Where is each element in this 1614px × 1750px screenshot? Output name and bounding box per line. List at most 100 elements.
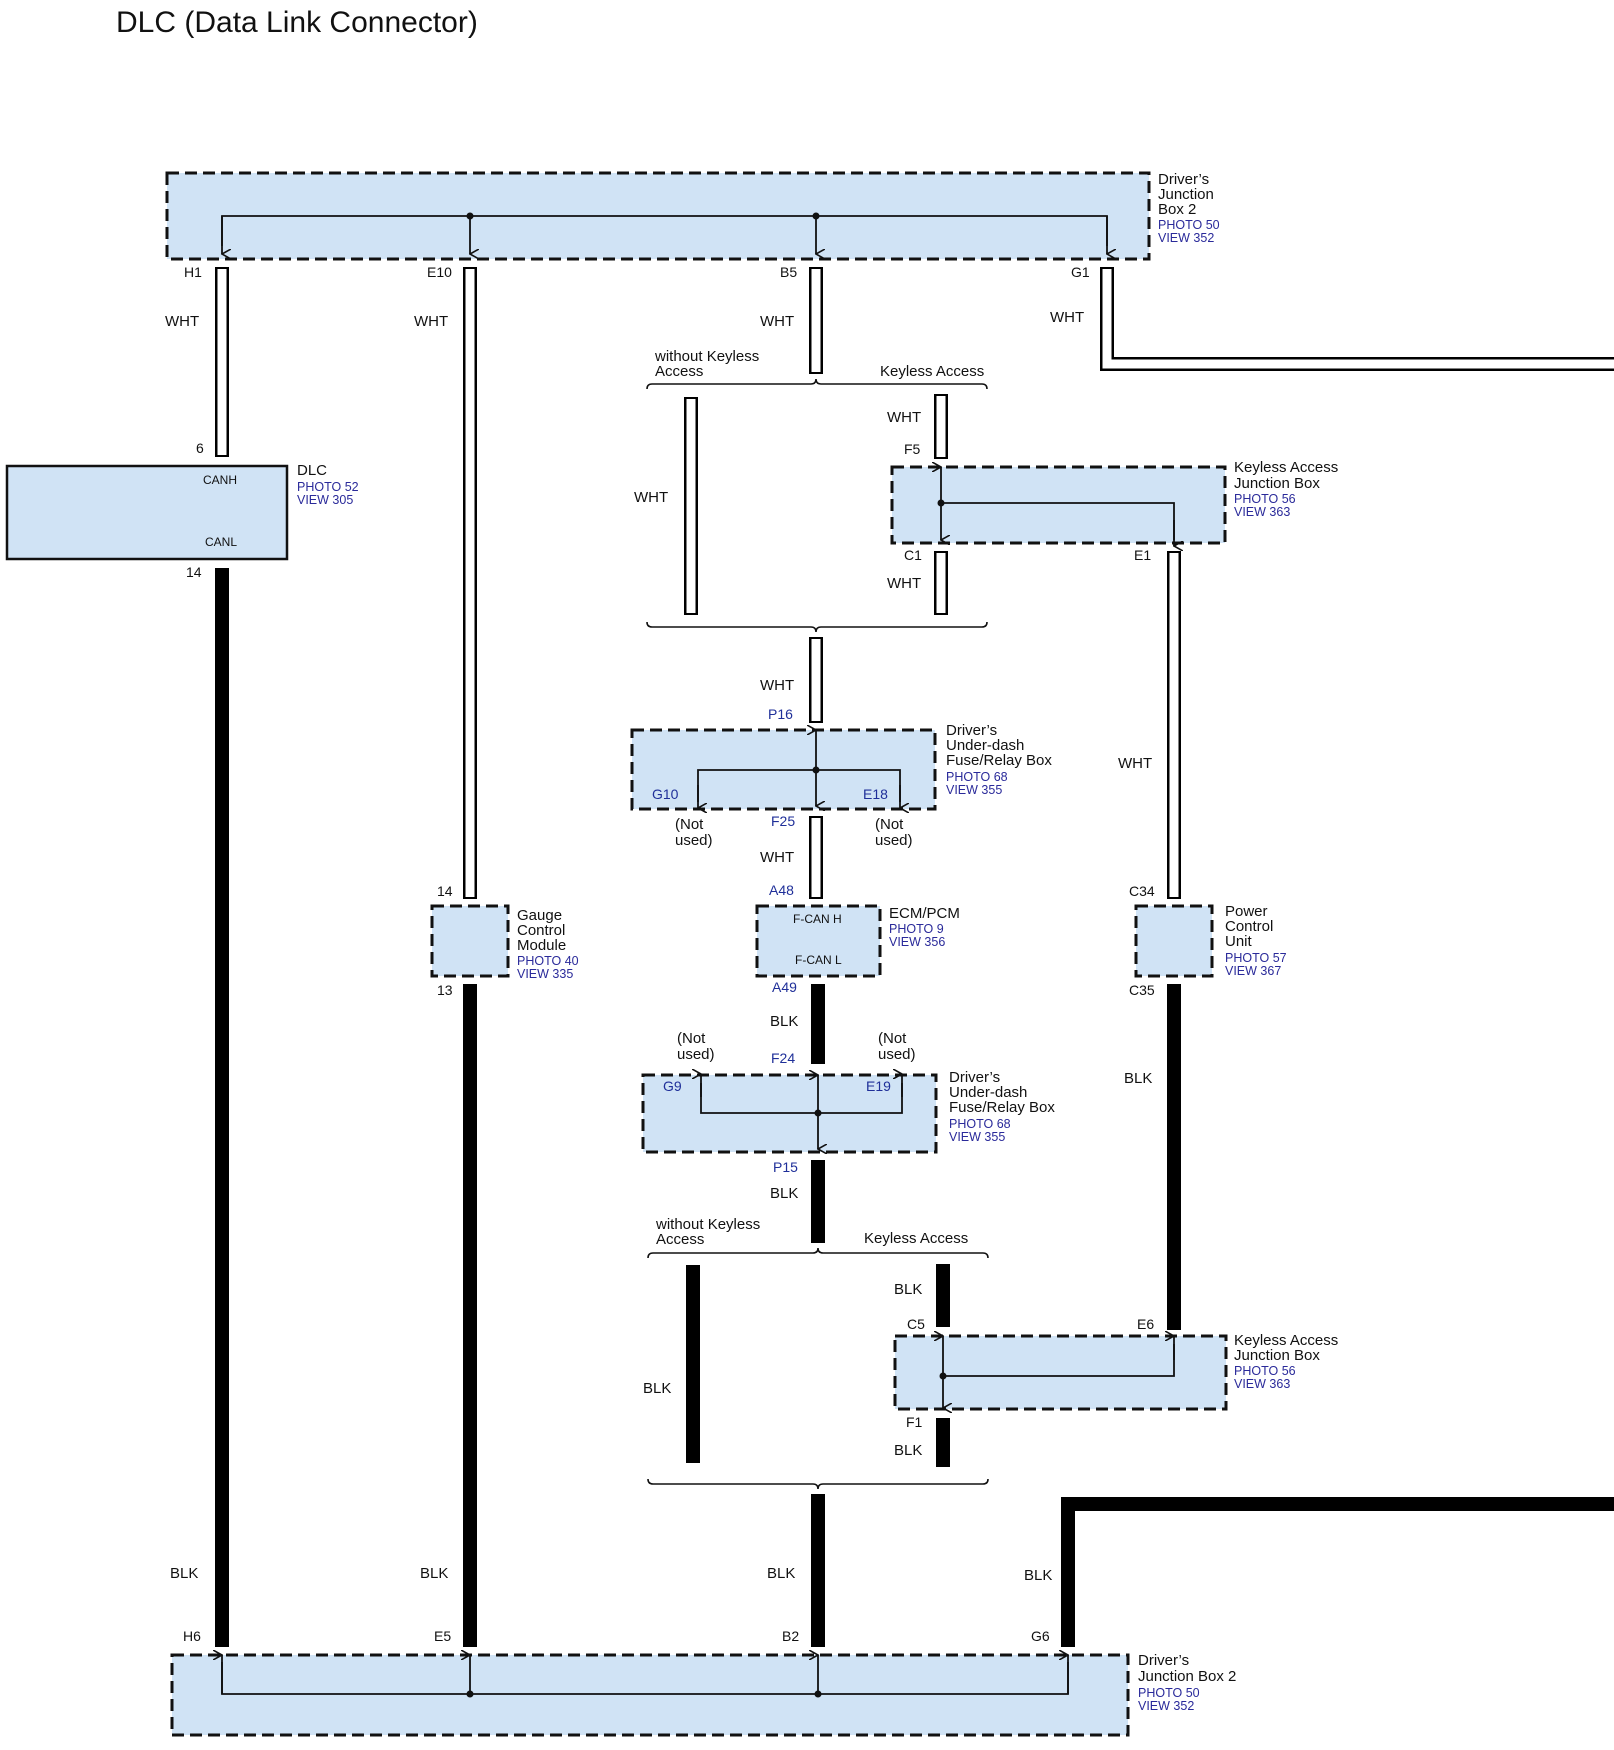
pin-e1: E1	[1134, 547, 1151, 563]
pin-f1: F1	[906, 1414, 923, 1430]
page-title: DLC (Data Link Connector)	[116, 6, 478, 39]
djb2-bot-name-1: Driver’s	[1138, 1652, 1189, 1669]
udfrb-top-name-3: Fuse/Relay Box	[946, 752, 1052, 769]
pin-e6: E6	[1137, 1316, 1154, 1332]
gcm-name-1: Gauge	[517, 907, 562, 924]
wire-label-wht-5: WHT	[634, 489, 668, 506]
pin-g6: G6	[1031, 1628, 1050, 1644]
dlc-photo: PHOTO 52	[297, 480, 359, 494]
kajb-top-name-1: Keyless Access	[1234, 459, 1338, 476]
option-bracket-top-1	[646, 378, 988, 390]
ecm-pin-fcanh: F-CAN H	[793, 912, 842, 926]
not-used-g10-2: used)	[675, 832, 713, 849]
djb2-top-name-2: Junction	[1158, 186, 1214, 203]
udfrb-bot-photo: PHOTO 68	[949, 1117, 1011, 1131]
pin-g10: G10	[652, 786, 679, 802]
djb2-bot-photo: PHOTO 50	[1138, 1686, 1200, 1700]
ecm-pin-fcanl: F-CAN L	[795, 953, 842, 967]
not-used-e19-1: (Not	[878, 1030, 907, 1047]
djb2-bot-view: VIEW 352	[1138, 1699, 1194, 1713]
gcm-pin-13: 13	[437, 982, 453, 998]
pin-c5: C5	[907, 1316, 925, 1332]
djb2-top-name-1: Driver’s	[1158, 171, 1209, 188]
option-bracket-bottom-2	[647, 1478, 989, 1490]
wire-label-blk-5: BLK	[770, 1185, 798, 1202]
pin-b5: B5	[780, 264, 797, 280]
wire-label-blk-8: BLK	[894, 1442, 922, 1459]
pin-f25: F25	[771, 813, 795, 829]
not-used-e19-2: used)	[878, 1046, 916, 1063]
wire-label-blk-2: BLK	[420, 1565, 448, 1582]
udfrb-bot-box	[641, 1074, 938, 1152]
ecm-view: VIEW 356	[889, 935, 945, 949]
pin-b2: B2	[782, 1628, 799, 1644]
wire-label-wht-8: WHT	[1118, 755, 1152, 772]
pin-g1: G1	[1071, 264, 1090, 280]
dlc-pin-6: 6	[196, 440, 204, 456]
wire-label-blk-10: BLK	[1024, 1567, 1052, 1584]
djb2-bot-box	[170, 1655, 1130, 1737]
kajb-bot-box	[893, 1336, 1228, 1409]
pin-f24: F24	[771, 1050, 795, 1066]
udfrb-top-view: VIEW 355	[946, 783, 1002, 797]
pin-g9: G9	[663, 1078, 682, 1094]
pin-e18: E18	[863, 786, 888, 802]
option-with-1: Keyless Access	[880, 363, 984, 380]
gcm-name-3: Module	[517, 937, 566, 954]
udfrb-bot-name-3: Fuse/Relay Box	[949, 1099, 1055, 1116]
kajb-bot-photo: PHOTO 56	[1234, 1364, 1296, 1378]
option-bracket-bottom-1	[646, 621, 988, 633]
pin-p16: P16	[768, 706, 793, 722]
pin-a49: A49	[772, 979, 797, 995]
pin-e5: E5	[434, 1628, 451, 1644]
not-used-g9-1: (Not	[677, 1030, 706, 1047]
djb2-bot-name-2: Junction Box 2	[1138, 1668, 1236, 1685]
wire-label-blk-9: BLK	[767, 1565, 795, 1582]
wire-label-blk-4: BLK	[1124, 1070, 1152, 1087]
dlc-connector	[5, 464, 289, 561]
wire-right-g6	[1061, 1497, 1614, 1647]
wire-label-wht-6: WHT	[887, 409, 921, 426]
djb2-top-view: VIEW 352	[1158, 231, 1214, 245]
wire-label-wht-1: WHT	[165, 313, 199, 330]
udfrb-top-name-2: Under-dash	[946, 737, 1024, 754]
udfrb-top-photo: PHOTO 68	[946, 770, 1008, 784]
dlc-pin-canl: CANL	[205, 535, 237, 549]
gcm-view: VIEW 335	[517, 967, 573, 981]
ecm-photo: PHOTO 9	[889, 922, 944, 936]
gcm-pin-14: 14	[437, 883, 453, 899]
pin-c1: C1	[904, 547, 922, 563]
pin-f5: F5	[904, 441, 921, 457]
djb2-top-photo: PHOTO 50	[1158, 218, 1220, 232]
pin-a48: A48	[769, 882, 794, 898]
dlc-view: VIEW 305	[297, 493, 353, 507]
kajb-top-name-2: Junction Box	[1234, 475, 1320, 492]
ecm-name: ECM/PCM	[889, 905, 960, 922]
not-used-e18-1: (Not	[875, 816, 904, 833]
pin-e10: E10	[427, 264, 452, 280]
wire-label-wht-9: WHT	[760, 677, 794, 694]
pcu-photo: PHOTO 57	[1225, 951, 1287, 965]
option-with-2: Keyless Access	[864, 1230, 968, 1247]
udfrb-top-name-1: Driver’s	[946, 722, 997, 739]
gcm-box	[430, 904, 510, 978]
dlc-pin-canh: CANH	[203, 473, 237, 487]
pin-p15: P15	[773, 1159, 798, 1175]
udfrb-top-box	[630, 730, 937, 809]
ecm-box	[755, 904, 882, 978]
dlc-name: DLC	[297, 462, 327, 479]
option-without-3: without Keyless	[655, 1216, 760, 1233]
pin-h6: H6	[183, 1628, 201, 1644]
gcm-name-2: Control	[517, 922, 565, 939]
udfrb-bot-name-1: Driver’s	[949, 1069, 1000, 1086]
kajb-bot-view: VIEW 363	[1234, 1377, 1290, 1391]
pcu-box	[1134, 904, 1214, 978]
pin-c35: C35	[1129, 982, 1155, 998]
pin-e19: E19	[866, 1078, 891, 1094]
wire-label-wht-2: WHT	[414, 313, 448, 330]
pcu-name-1: Power	[1225, 903, 1268, 920]
kajb-bot-name-2: Junction Box	[1234, 1347, 1320, 1364]
wire-label-wht-4: WHT	[1050, 309, 1084, 326]
wire-label-wht-10: WHT	[760, 849, 794, 866]
